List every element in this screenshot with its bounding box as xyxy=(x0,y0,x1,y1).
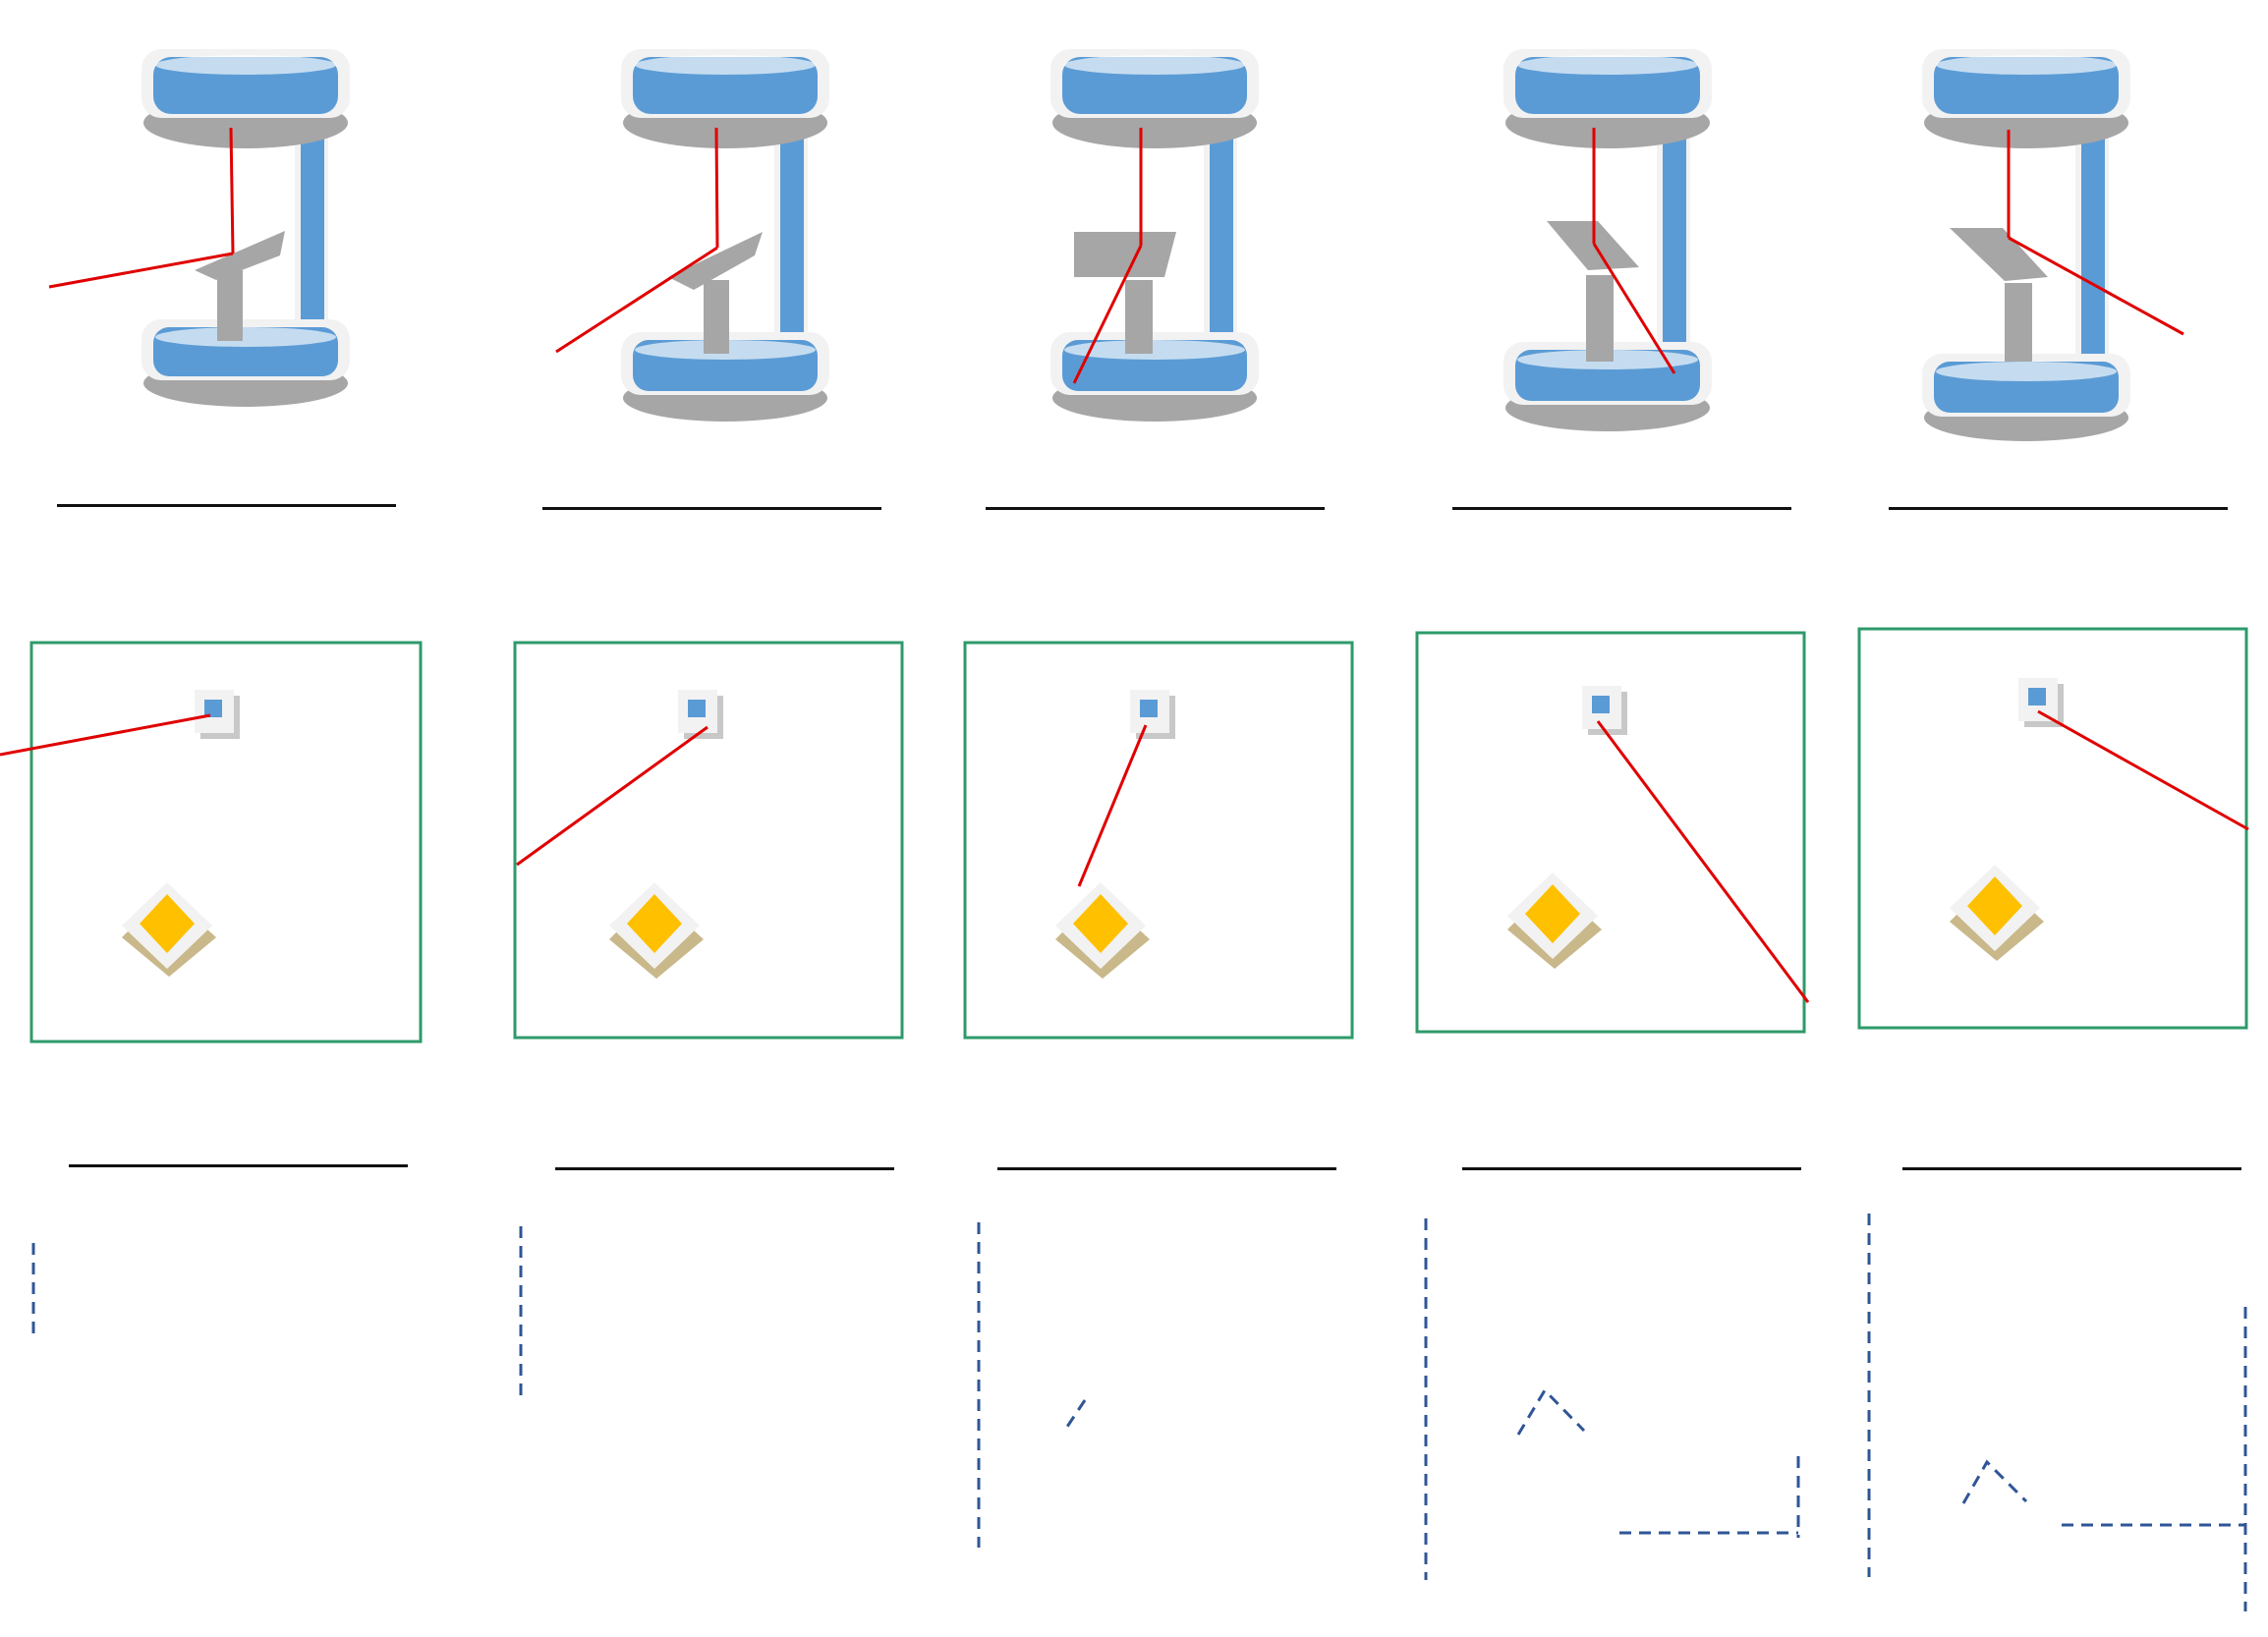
answer-blank-side-5 xyxy=(1889,507,2228,510)
top-view-1 xyxy=(0,629,432,1051)
laser-beam-top xyxy=(0,713,211,757)
laser-beam-top xyxy=(1077,724,1148,887)
mirror-icon xyxy=(668,232,763,290)
top-view-frame xyxy=(1415,631,1806,1034)
answer-blank-top-2 xyxy=(555,1167,894,1170)
source-marker-core xyxy=(204,700,222,717)
answer-blank-side-3 xyxy=(986,507,1325,510)
mirror-icon xyxy=(1547,221,1639,270)
cylinder-diagram-2 xyxy=(519,20,853,422)
laser-beam-reflected xyxy=(48,252,234,289)
answer-blank-side-2 xyxy=(542,507,881,510)
answer-blank-top-4 xyxy=(1462,1167,1801,1170)
cylinder-diagram-1 xyxy=(39,20,373,413)
top-view-5 xyxy=(1847,619,2268,1051)
laser-beam-incident xyxy=(714,127,719,249)
cylinder-top-highlight xyxy=(1064,55,1245,75)
laser-beam-incident xyxy=(229,127,235,254)
cylinder-diagram-5 xyxy=(1830,20,2223,441)
mirror-icon xyxy=(1074,232,1176,277)
top-view-frame xyxy=(513,641,904,1040)
target-diamond-icon xyxy=(140,894,195,953)
top-view-3 xyxy=(953,629,1386,1051)
trace-row xyxy=(0,1199,2268,1637)
cylinder-top-highlight xyxy=(155,55,336,75)
laser-beam-reflected xyxy=(555,246,718,354)
laser-beam-reflected xyxy=(1072,245,1143,384)
trace-segment-5b xyxy=(1961,1459,2028,1504)
cylinder-bottom-highlight xyxy=(1936,362,2117,381)
cylinder-top-highlight xyxy=(635,55,816,75)
laser-beam-top xyxy=(2037,709,2249,831)
cylinder-top-highlight xyxy=(1517,55,1698,75)
trace-segment-4b xyxy=(1516,1387,1586,1436)
top-view-4 xyxy=(1405,619,1838,1051)
source-marker-core xyxy=(2028,688,2046,706)
cylinder-bottom-highlight xyxy=(155,327,336,347)
top-view-frame xyxy=(963,641,1354,1040)
answer-blank-top-5 xyxy=(1902,1167,2241,1170)
target-diamond-icon xyxy=(1967,876,2022,935)
laser-beam-top xyxy=(1596,720,1810,1003)
top-view-frame xyxy=(29,641,423,1044)
mirror-stand xyxy=(1125,280,1153,354)
mirror-stand xyxy=(1586,275,1614,362)
mirror-icon xyxy=(1950,228,2048,281)
source-marker-core xyxy=(1592,696,1610,713)
cylinder-bottom-highlight xyxy=(1064,340,1245,360)
cylinder-top-highlight xyxy=(1936,55,2117,75)
top-view-2 xyxy=(501,629,934,1051)
target-diamond-icon xyxy=(1525,884,1580,943)
cylinder-diagram-3 xyxy=(958,20,1292,422)
mirror-stand xyxy=(704,280,729,354)
target-diamond-icon xyxy=(1073,894,1128,953)
mirror-stand xyxy=(217,270,243,341)
mirror-icon xyxy=(195,231,285,280)
answer-blank-side-1 xyxy=(57,504,396,507)
laser-beam-top xyxy=(516,725,709,867)
answer-blank-side-4 xyxy=(1452,507,1791,510)
answer-blank-top-1 xyxy=(69,1164,408,1167)
laser-beam-reflected xyxy=(1592,243,1676,374)
cylinder-diagram-4 xyxy=(1411,20,1745,431)
answer-blank-top-3 xyxy=(997,1167,1336,1170)
trace-segment-3b xyxy=(1061,1399,1087,1434)
source-marker-core xyxy=(688,700,706,717)
mirror-stand xyxy=(2005,283,2032,362)
target-diamond-icon xyxy=(627,894,682,953)
laser-beam-reflected xyxy=(2008,236,2184,336)
source-marker-core xyxy=(1140,700,1158,717)
